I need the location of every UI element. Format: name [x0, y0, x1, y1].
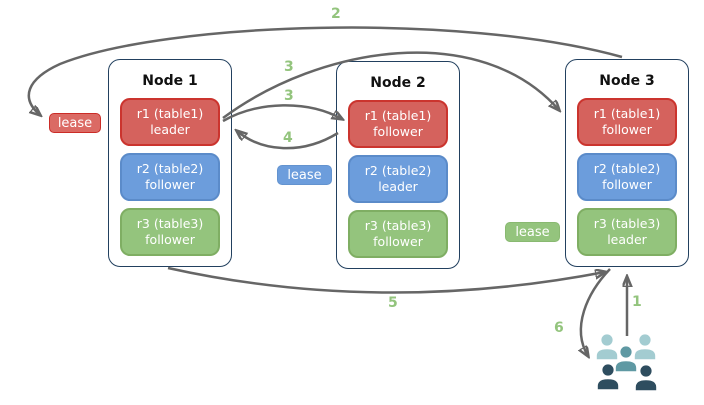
- node-1-replica-r2: r2 (table2) follower: [120, 153, 220, 201]
- replica-role: follower: [373, 234, 423, 249]
- node-2-replica-r3: r3 (table3) follower: [348, 210, 448, 258]
- node-3-replica-r1: r1 (table1) follower: [577, 98, 677, 146]
- replica-name: r1 (table1): [364, 108, 432, 124]
- lease-badge-table1: lease: [49, 113, 101, 133]
- node-3-replica-r3: r3 (table3) leader: [577, 208, 677, 256]
- replica-name: r2 (table2): [364, 163, 432, 179]
- node-1: Node 1 r1 (table1) leader r2 (table2) fo…: [108, 59, 232, 267]
- node-2-replica-r1: r1 (table1) follower: [348, 100, 448, 148]
- replica-role: follower: [602, 122, 652, 137]
- node-2: Node 2 r1 (table1) follower r2 (table2) …: [336, 61, 460, 269]
- person-icon: [614, 344, 638, 373]
- arrow-3-leader-to-node2: [222, 104, 342, 123]
- replica-name: r3 (table3): [364, 218, 432, 234]
- replica-role: leader: [607, 232, 647, 247]
- replica-role: follower: [602, 177, 652, 192]
- node-1-replica-r3: r3 (table3) follower: [120, 208, 220, 256]
- arrow-5-node1-to-node3: [167, 266, 605, 294]
- step-label-5: 5: [388, 295, 398, 311]
- replica-role: leader: [150, 122, 190, 137]
- node-3-replica-r2: r2 (table2) follower: [577, 153, 677, 201]
- step-label-2: 2: [331, 6, 341, 22]
- node-1-replica-r1: r1 (table1) leader: [120, 98, 220, 146]
- node-3-title: Node 3: [599, 73, 655, 89]
- replica-role: follower: [145, 232, 195, 247]
- person-icon: [633, 332, 657, 361]
- replica-name: r3 (table3): [136, 216, 204, 232]
- replica-role: follower: [373, 124, 423, 139]
- node-1-title: Node 1: [142, 73, 198, 89]
- step-label-3a: 3: [284, 59, 294, 75]
- replica-name: r1 (table1): [136, 106, 204, 122]
- replica-name: r1 (table1): [593, 106, 661, 122]
- lease-badge-table3: lease: [505, 222, 560, 242]
- replica-name: r2 (table2): [136, 161, 204, 177]
- step-label-6: 6: [554, 320, 564, 336]
- person-icon: [596, 362, 620, 391]
- replica-role: follower: [145, 177, 195, 192]
- lease-badge-table2: lease: [277, 165, 332, 185]
- node-2-replica-r2: r2 (table2) leader: [348, 155, 448, 203]
- node-3: Node 3 r1 (table1) follower r2 (table2) …: [565, 59, 689, 267]
- replica-name: r2 (table2): [593, 161, 661, 177]
- replica-name: r3 (table3): [593, 216, 661, 232]
- person-icon: [595, 332, 619, 361]
- replica-role: leader: [378, 179, 418, 194]
- step-label-3b: 3: [284, 88, 294, 104]
- step-label-1: 1: [632, 294, 642, 310]
- person-icon: [634, 363, 658, 392]
- clients-group-icon: [595, 332, 658, 392]
- step-label-4: 4: [283, 130, 293, 146]
- node-2-title: Node 2: [370, 75, 426, 91]
